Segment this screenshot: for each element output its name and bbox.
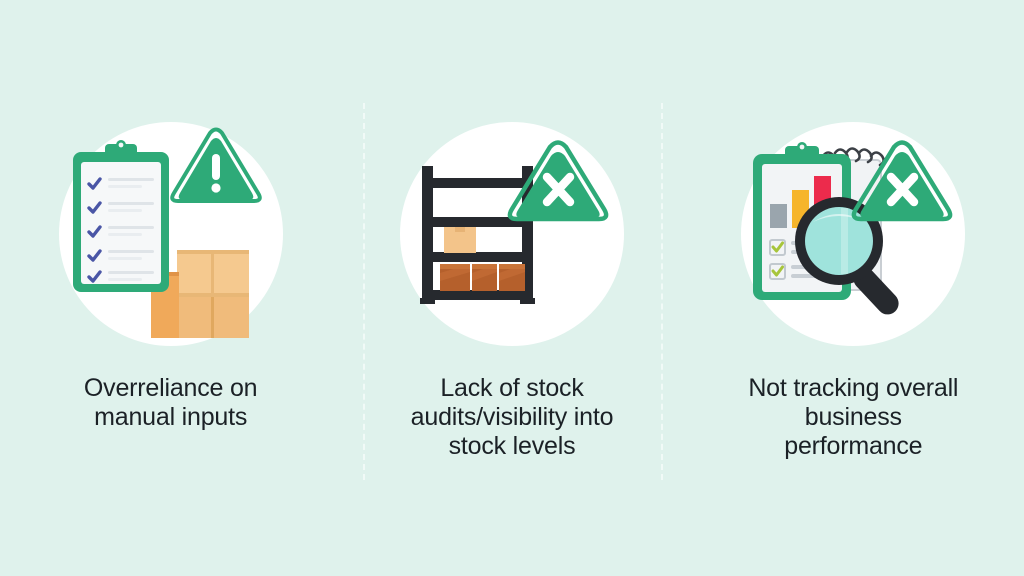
column-caption-1: Overreliance on manual inputs bbox=[83, 374, 258, 431]
clipboard-checklist-warning-boxes-icon bbox=[72, 127, 262, 338]
icon-circle-1 bbox=[58, 122, 283, 346]
clipboard-with-checkmarks bbox=[72, 140, 169, 292]
checklist-rows bbox=[86, 177, 154, 283]
magnifying-glass-icon bbox=[795, 197, 899, 315]
icon-circle-3 bbox=[741, 122, 966, 346]
column-not-tracking-performance: Not tracking overall business performanc… bbox=[683, 0, 1024, 576]
warehouse-shelving-rack-error-icon bbox=[419, 140, 609, 304]
column-caption-3: Not tracking overall business performanc… bbox=[748, 374, 959, 460]
tan-box bbox=[443, 227, 476, 253]
error-triangle-x-icon bbox=[851, 140, 953, 222]
column-overreliance-manual-inputs: Overreliance on manual inputs bbox=[0, 0, 341, 576]
shelving-rack bbox=[419, 166, 535, 304]
column-divider-1 bbox=[363, 103, 365, 480]
icon-circle-2 bbox=[399, 122, 624, 346]
error-triangle-x-icon bbox=[507, 140, 609, 222]
column-caption-2: Lack of stock audits/visibility into sto… bbox=[410, 374, 614, 460]
clipboard-chart-magnifier-error-icon bbox=[753, 140, 953, 315]
column-divider-2 bbox=[661, 103, 663, 480]
column-lack-of-stock-audits: Lack of stock audits/visibility into sto… bbox=[341, 0, 682, 576]
brown-boxes bbox=[439, 264, 525, 291]
warning-triangle-exclamation-icon bbox=[169, 127, 262, 203]
